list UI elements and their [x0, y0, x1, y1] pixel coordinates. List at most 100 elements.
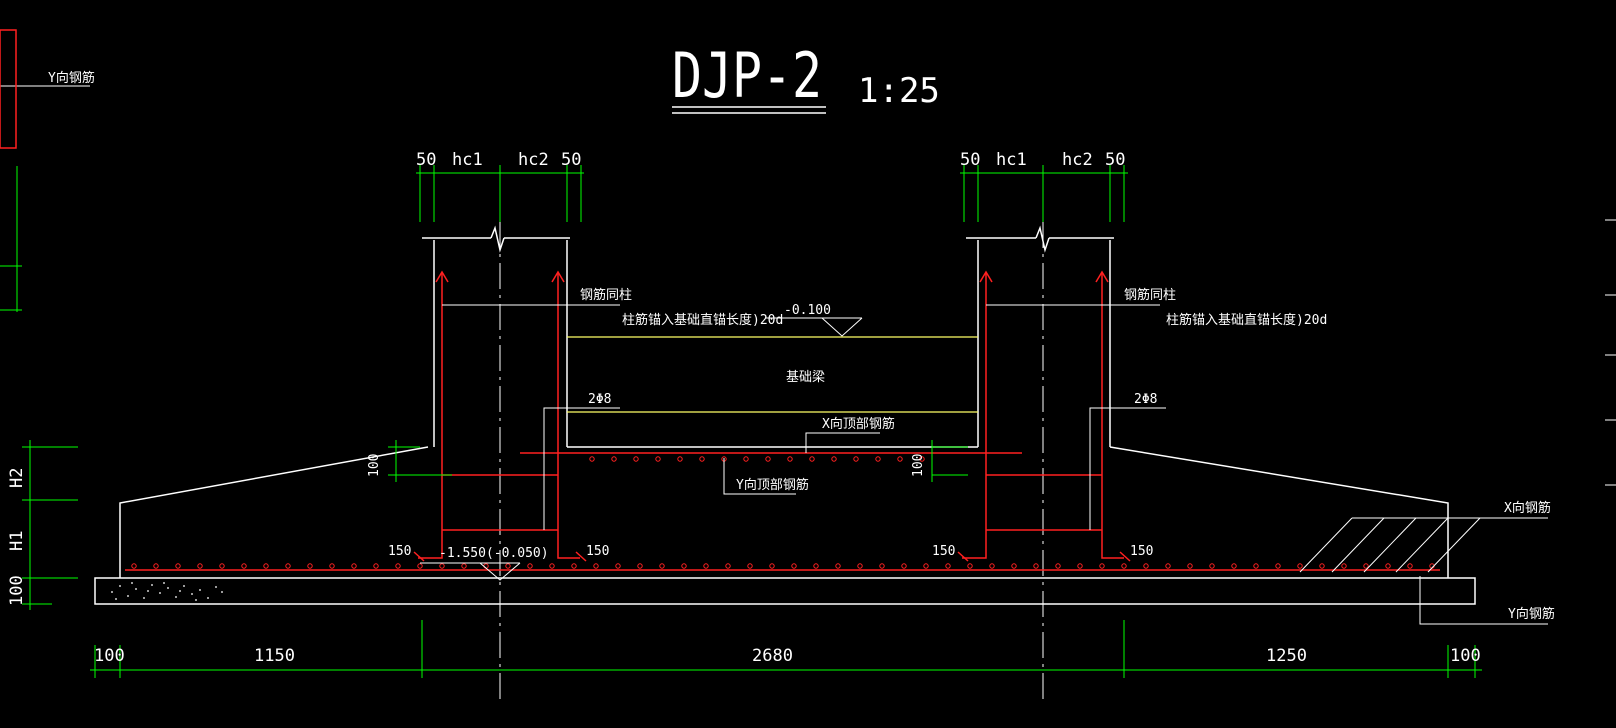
dim-vertical-h1: H1 — [7, 531, 27, 551]
rebar-dot — [1253, 563, 1259, 569]
rebar-dot — [395, 563, 401, 569]
label-top-elevation: -0.100 — [784, 303, 831, 318]
left-column-outline — [422, 225, 570, 447]
rebar-dot — [919, 456, 925, 462]
dim-left-col-hc2: hc2 — [518, 150, 549, 170]
rebar-dot — [813, 563, 819, 569]
dim-left-col-50a: 50 — [416, 150, 436, 170]
bottom-rebar-dots — [131, 563, 1435, 569]
rebar-dot — [1121, 563, 1127, 569]
rebar-dot — [835, 563, 841, 569]
rebar-dot — [945, 563, 951, 569]
label-y-rebar-right: Y向钢筋 — [1508, 606, 1555, 622]
rebar-dot — [571, 563, 577, 569]
label-stirrup-left: 2Φ8 — [588, 392, 611, 407]
rebar-dot — [875, 456, 881, 462]
rebar-dot — [703, 563, 709, 569]
dim-hook-left-2: 150 — [586, 544, 609, 559]
rebar-dot — [791, 563, 797, 569]
rebar-dot — [901, 563, 907, 569]
rebar-dot — [633, 456, 639, 462]
rebar-dot — [1187, 563, 1193, 569]
top-rebar-dots — [589, 456, 925, 462]
rebar-dot — [857, 563, 863, 569]
rebar-dot — [1011, 563, 1017, 569]
right-column-rebar — [957, 270, 1131, 562]
partial-detail-topleft — [0, 29, 17, 149]
dim-right-col-50a: 50 — [960, 150, 980, 170]
bedding-hatch — [111, 582, 223, 601]
right-edge-ticks — [1605, 219, 1616, 486]
dim-hook-right-1: 150 — [932, 544, 955, 559]
dim-vertical-h2: H2 — [7, 468, 27, 488]
drawing-scale: 1:25 — [858, 71, 940, 111]
rebar-dot — [725, 563, 731, 569]
rebar-dot — [655, 456, 661, 462]
label-bottom-elevation: -1.550(-0.050) — [439, 546, 549, 561]
dim-bottom-100b: 100 — [1450, 646, 1481, 666]
label-x-top-bar: X向顶部钢筋 — [822, 416, 895, 432]
rebar-dot — [831, 456, 837, 462]
rebar-dot — [637, 563, 643, 569]
dim-left-col-50b: 50 — [561, 150, 581, 170]
rebar-dot — [589, 456, 595, 462]
rebar-dot — [527, 563, 533, 569]
dim-bottom-1250: 1250 — [1266, 646, 1307, 666]
elevation-marker-bottom — [420, 562, 521, 581]
dimension-left-column — [416, 165, 584, 222]
rebar-dot — [1341, 563, 1347, 569]
label-column-rebar-left: 钢筋同柱 — [580, 287, 632, 303]
rebar-dot — [611, 456, 617, 462]
dim-hook-left-1: 150 — [388, 544, 411, 559]
dimension-step-right — [931, 440, 968, 482]
rebar-dot — [747, 563, 753, 569]
dim-right-col-50b: 50 — [1105, 150, 1125, 170]
dimension-bottom — [90, 620, 1482, 678]
rebar-dot — [677, 456, 683, 462]
dim-vertical-100: 100 — [7, 575, 27, 606]
dim-step-left: 100 — [367, 454, 382, 477]
rebar-dot — [1319, 563, 1325, 569]
leader-y-rebar-right — [1419, 576, 1548, 625]
rebar-dot — [329, 563, 335, 569]
rebar-dot — [1363, 563, 1369, 569]
rebar-dot — [989, 563, 995, 569]
rebar-dot — [1165, 563, 1171, 569]
footing-left-slope — [119, 446, 429, 578]
dim-bottom-100a: 100 — [94, 646, 125, 666]
label-y-rebar-topleft: Y向钢筋 — [48, 70, 95, 86]
label-anchor-note-left: 柱筋锚入基础直锚长度)20d — [622, 312, 783, 328]
x-rebar-hatch-leaders — [1299, 517, 1548, 573]
leader-y-top-bar — [723, 458, 796, 495]
bedding-layer — [94, 577, 1476, 605]
footing-right-slope — [1109, 446, 1449, 578]
rebar-dot — [461, 563, 467, 569]
rebar-dot — [923, 563, 929, 569]
rebar-dot — [1143, 563, 1149, 569]
dimension-step-left — [388, 440, 452, 482]
rebar-dot — [1231, 563, 1237, 569]
dim-hook-right-2: 150 — [1130, 544, 1153, 559]
rebar-dot — [505, 563, 511, 569]
rebar-dot — [1407, 563, 1413, 569]
rebar-dot — [897, 456, 903, 462]
left-column-rebar — [413, 270, 587, 562]
label-y-top-bar: Y向顶部钢筋 — [736, 477, 809, 493]
rebar-dot — [1055, 563, 1061, 569]
leader-stirrup-left — [543, 407, 620, 530]
label-foundation-beam: 基础梁 — [786, 370, 825, 385]
rebar-dot — [285, 563, 291, 569]
dim-right-col-hc1: hc1 — [996, 150, 1027, 170]
rebar-dot — [439, 563, 445, 569]
rebar-dot — [307, 563, 313, 569]
rebar-dot — [175, 563, 181, 569]
rebar-dot — [681, 563, 687, 569]
dimension-right-column — [960, 165, 1128, 222]
rebar-dot — [1209, 563, 1215, 569]
drawing-title: DJP-2 — [672, 39, 822, 112]
dim-left-col-hc1: hc1 — [452, 150, 483, 170]
rebar-dot — [373, 563, 379, 569]
leader-stirrup-right — [1089, 407, 1166, 530]
